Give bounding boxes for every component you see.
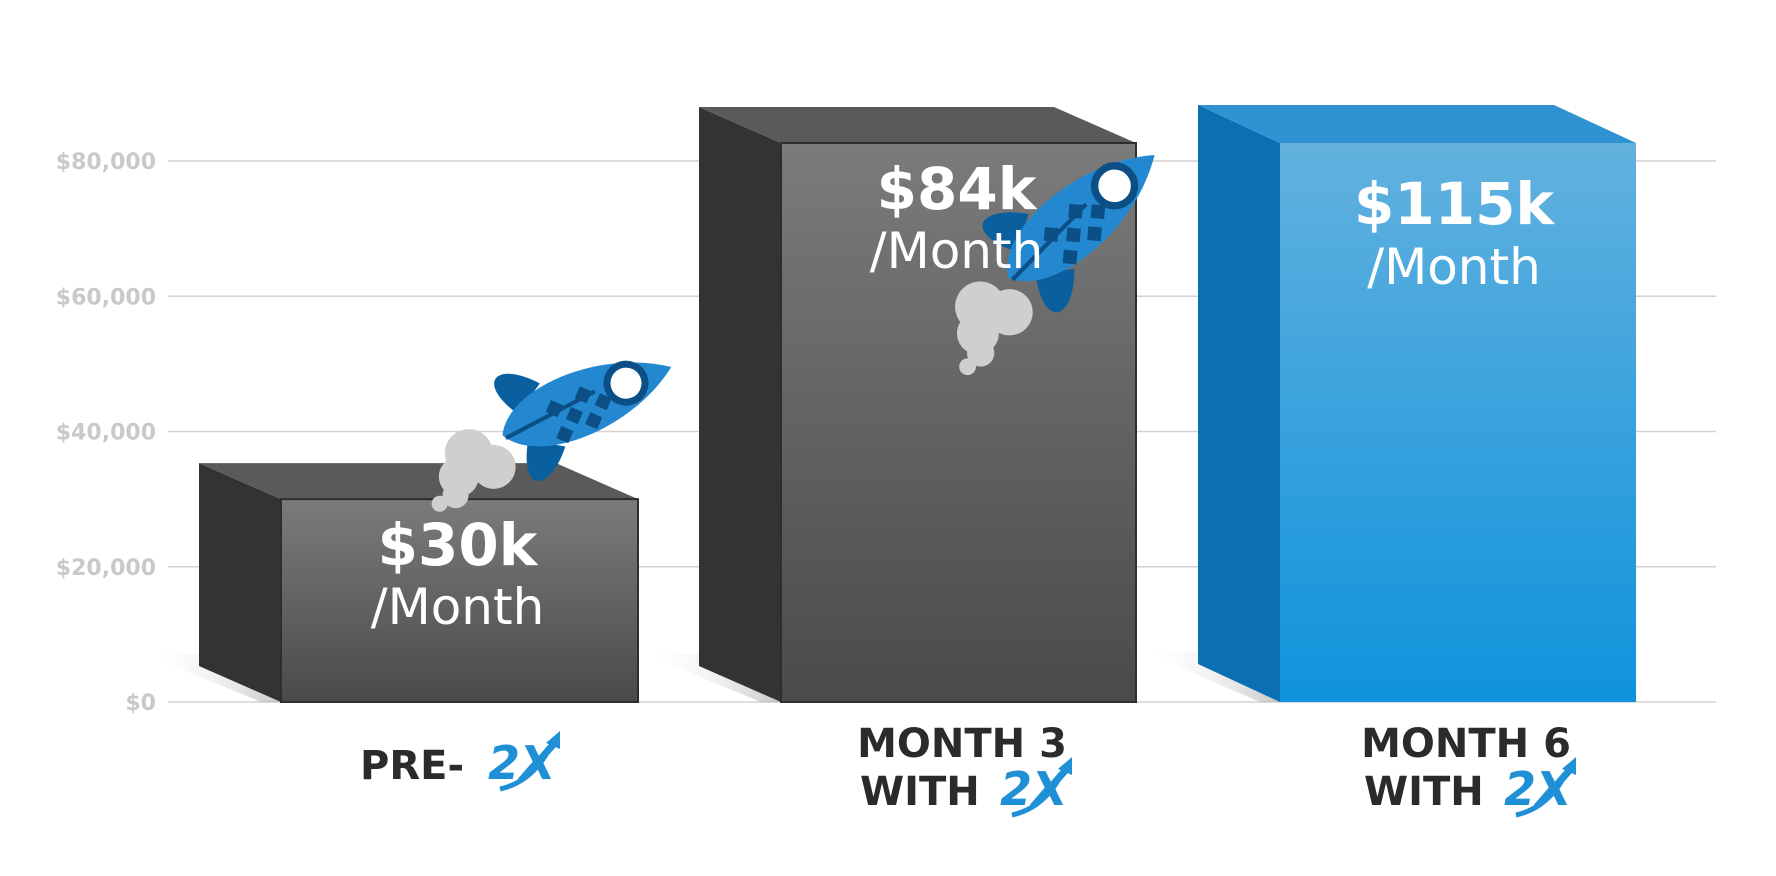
rocket-icon	[431, 360, 672, 512]
brand-2x-logo: 2X	[1504, 757, 1576, 818]
rocket-pattern	[1043, 203, 1106, 265]
arrow-head-icon	[1562, 757, 1576, 775]
bar-value-label: $115k	[1354, 170, 1555, 238]
rocket-fin	[1035, 268, 1075, 313]
bar-side-face	[199, 463, 281, 702]
arrow-head-icon	[1058, 757, 1072, 775]
arrow-icon	[1515, 764, 1573, 818]
rocket-fin	[494, 373, 540, 415]
rockets	[431, 155, 1155, 512]
category-label-line: MONTH 6	[1361, 721, 1571, 767]
bar-shadow	[645, 654, 781, 702]
bar-front-face	[281, 499, 638, 702]
bar-shadow	[145, 654, 281, 702]
bar-top-face	[699, 107, 1136, 143]
category-label-line: MONTH 3	[857, 721, 1067, 767]
arrow-icon	[1011, 764, 1069, 818]
bar	[145, 463, 639, 703]
y-tick-label: $60,000	[56, 285, 156, 310]
smoke-cloud	[431, 429, 516, 512]
bar-front-face	[1280, 143, 1636, 702]
category-label: PRE- 2X	[360, 731, 560, 792]
rocket-icon	[955, 155, 1155, 376]
bar-value-label: $84k	[877, 155, 1038, 223]
bar-top-face	[199, 463, 638, 500]
arrow-icon	[499, 738, 557, 792]
bar-outline	[780, 142, 1137, 703]
rocket-window	[603, 360, 649, 406]
brand-2x-logo: 2X	[1000, 757, 1072, 818]
y-tick-label: $20,000	[56, 556, 156, 581]
rocket-window	[1090, 162, 1139, 210]
bar	[1144, 105, 1636, 702]
bar-shadow	[1144, 652, 1280, 702]
bar-labels: $30k/Month$84k/Month$115k/Month	[371, 155, 1556, 636]
rocket-fin	[526, 439, 566, 481]
bar-unit-label: /Month	[870, 222, 1044, 280]
bar-top-face	[1198, 105, 1636, 143]
category-label-line: PRE-	[360, 743, 464, 789]
brand-2x-logo: 2X	[488, 731, 560, 792]
y-tick-label: $40,000	[56, 421, 156, 446]
y-axis-ticks: $0 $20,000 $40,000 $60,000 $80,000	[56, 150, 156, 716]
smoke-cloud	[955, 281, 1033, 376]
bar-side-face	[1198, 105, 1280, 702]
category-label-line: WITH	[1364, 769, 1484, 815]
y-tick-label: $0	[125, 691, 156, 716]
bar-value-label: $30k	[378, 511, 539, 579]
bar-unit-label: /Month	[1367, 238, 1541, 296]
category-label-line: WITH	[860, 769, 980, 815]
arrow-head-icon	[546, 731, 560, 749]
bar-side-face	[699, 107, 781, 702]
y-tick-label: $80,000	[56, 150, 156, 175]
bar-unit-label: /Month	[371, 578, 545, 636]
